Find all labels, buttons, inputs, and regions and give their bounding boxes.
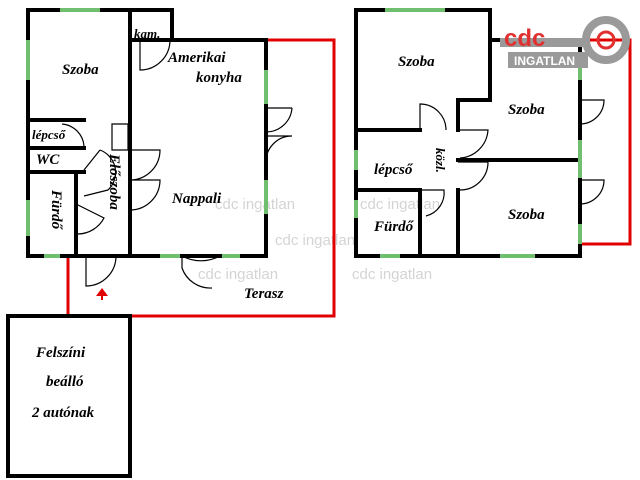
room-label-szoba-top: Szoba [398, 54, 435, 70]
room-label-konyha: konyha [196, 70, 242, 86]
room-label-terasz: Terasz [244, 286, 284, 302]
watermark-text: cdc ingatlan [352, 266, 432, 283]
logo-sub-background [508, 52, 588, 68]
room-label-wc: WC [36, 152, 60, 168]
room-label-szoba: Szoba [62, 62, 99, 78]
cdc-ingatlan-logo: cdc INGATLAN [500, 16, 630, 68]
room-label-lepcso: lépcső [32, 127, 67, 142]
logo-sub-text: INGATLAN [514, 54, 575, 68]
watermark-text: cdc ingatlan [198, 266, 278, 283]
watermark-text: cdc ingatlan [275, 232, 355, 249]
door-swing [181, 255, 221, 289]
double-door-swing [129, 149, 161, 211]
room-label-kamra: kam. [134, 26, 160, 41]
door-swing [458, 129, 489, 159]
room-label-amerikai: Amerikai [167, 50, 226, 66]
room-label-lepcso-upper: lépcső [374, 162, 414, 178]
watermark-text: cdc ingatlan [360, 196, 440, 213]
upper-floor-plan: Szoba Szoba lépcső közl. Szoba Fürdő [354, 8, 632, 258]
room-label-nappali: Nappali [171, 191, 222, 207]
door-swing [458, 161, 489, 191]
ground-floor-outer-walls [26, 8, 268, 258]
room-label-eloszoba: Előszoba [106, 153, 122, 210]
door-swing [85, 255, 117, 287]
key-inner-icon [596, 30, 616, 50]
entrance-arrow-icon [96, 288, 108, 296]
parking-area [6, 314, 132, 478]
key-shaft-icon [500, 38, 590, 47]
stair-block [111, 123, 129, 151]
room-label-kozl: közl. [433, 148, 448, 173]
door-swing [579, 179, 605, 205]
door-swing [139, 39, 171, 71]
door-swing [61, 123, 85, 147]
ground-floor-plan: Szoba kam. Amerikai konyha lépcső WC Elő… [6, 8, 336, 478]
logo-brand-text: cdc [504, 25, 545, 52]
upper-floor-balcony-outline [580, 38, 632, 246]
door-swing [83, 149, 117, 197]
entry-path [66, 256, 130, 318]
parking-label-line3: 2 autónak [31, 405, 95, 421]
door-swing [420, 189, 445, 217]
watermark-text: cdc ingatlan [215, 196, 295, 213]
door-swing [579, 99, 605, 125]
room-label-furdo-upper: Fürdő [373, 219, 415, 235]
terrace-outline [130, 38, 336, 318]
watermark-group: cdc ingatlan cdc ingatlan cdc ingatlan c… [198, 196, 440, 283]
room-label-furdo: Fürdő [48, 189, 64, 231]
door-swing [75, 203, 105, 235]
door-swing [419, 103, 447, 131]
room-label-szoba-bottom: Szoba [508, 207, 545, 223]
parking-label-line2: beálló [46, 374, 84, 390]
parking-label-line1: Felszíni [35, 345, 86, 361]
room-label-szoba-mid: Szoba [508, 102, 545, 118]
double-door-swing [265, 107, 293, 165]
